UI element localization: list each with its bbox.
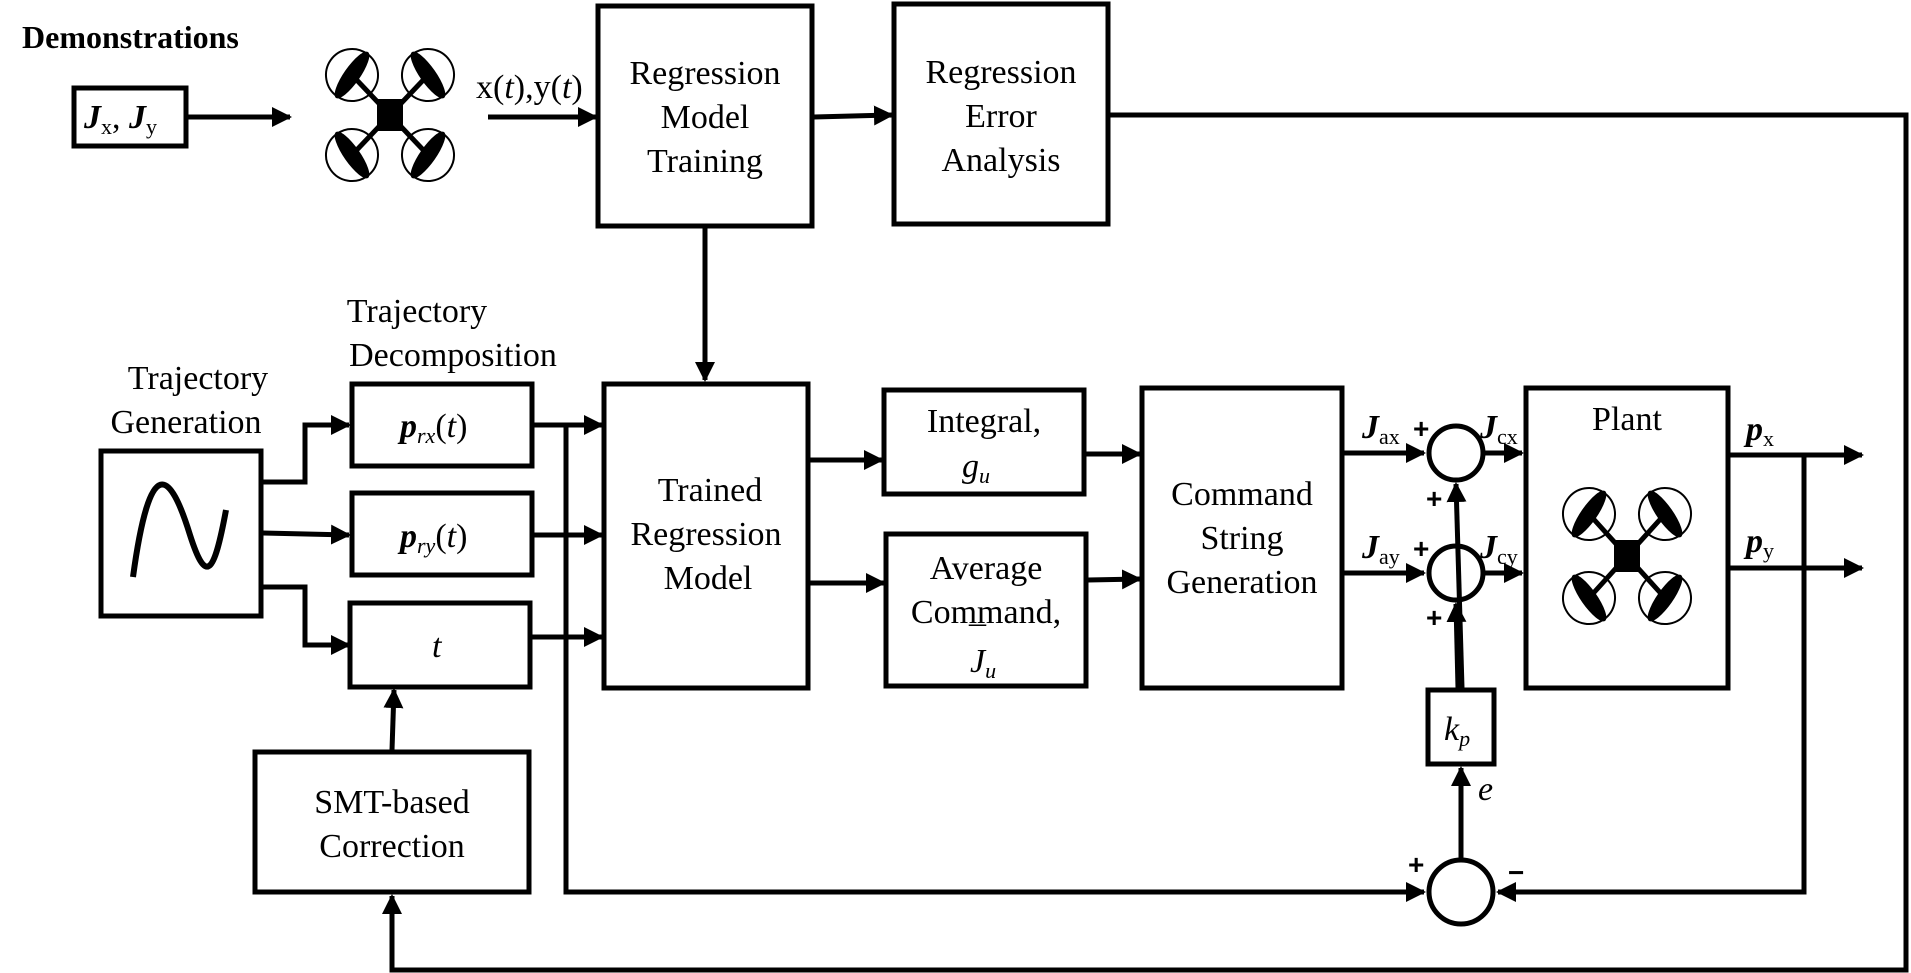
demo-trajectory-label: x(t),y(t) bbox=[476, 69, 583, 106]
quadrotor-icon bbox=[1550, 475, 1704, 637]
svg-text:gu: gu bbox=[962, 448, 990, 488]
demonstrations-title: Demonstrations bbox=[22, 19, 239, 55]
svg-text:Regression: Regression bbox=[925, 54, 1076, 91]
smt-correction-block: SMT-based Correction bbox=[252, 749, 532, 895]
svg-text:Error: Error bbox=[965, 98, 1037, 135]
svg-text:Generation: Generation bbox=[1166, 564, 1317, 601]
svg-text:Training: Training bbox=[647, 143, 763, 180]
summing-junction-x bbox=[1426, 423, 1486, 483]
sine-wave-icon bbox=[130, 481, 229, 578]
svg-text:Ju: Ju bbox=[970, 643, 996, 683]
jcx-label: Jcx bbox=[1479, 409, 1518, 449]
kp-gain-block: kp bbox=[1425, 687, 1497, 767]
average-command-block: Average Command, Ju ¯ bbox=[883, 531, 1089, 689]
svg-text:Model: Model bbox=[664, 560, 753, 597]
svg-text:Decomposition: Decomposition bbox=[349, 337, 557, 374]
svg-text:Regression: Regression bbox=[629, 55, 780, 92]
svg-text:Plant: Plant bbox=[1592, 401, 1662, 438]
error-label: e bbox=[1478, 771, 1493, 808]
svg-text:Integral,: Integral, bbox=[927, 403, 1041, 440]
svg-text:t: t bbox=[432, 628, 443, 665]
svg-text:¯: ¯ bbox=[968, 621, 987, 658]
svg-text:Analysis: Analysis bbox=[942, 142, 1061, 179]
command-string-block: Command String Generation bbox=[1139, 385, 1345, 691]
demo-input-label: Jx, Jy bbox=[83, 99, 157, 139]
jcy-label: Jcy bbox=[1479, 529, 1518, 569]
svg-text:Trajectory: Trajectory bbox=[128, 360, 268, 397]
svg-text:Average: Average bbox=[930, 550, 1043, 587]
svg-text:−: − bbox=[1508, 857, 1524, 888]
error-summing-junction bbox=[1426, 857, 1496, 927]
svg-text:+: + bbox=[1426, 483, 1442, 514]
svg-text:prx(t): prx(t) bbox=[397, 408, 467, 448]
svg-text:Trajectory: Trajectory bbox=[347, 293, 487, 330]
svg-text:kp: kp bbox=[1444, 711, 1470, 751]
svg-text:+: + bbox=[1413, 413, 1429, 444]
plant-block: Plant bbox=[1523, 385, 1731, 691]
regression-error-block: Regression Error Analysis bbox=[891, 1, 1111, 227]
svg-text:Regression: Regression bbox=[630, 516, 781, 553]
svg-text:Correction: Correction bbox=[319, 828, 464, 865]
svg-text:+: + bbox=[1408, 849, 1424, 880]
trained-regression-model-block: Trained Regression Model bbox=[601, 381, 811, 691]
svg-text:Model: Model bbox=[661, 99, 750, 136]
svg-text:SMT-based: SMT-based bbox=[314, 784, 470, 821]
svg-text:String: String bbox=[1200, 520, 1283, 557]
px-label: px bbox=[1743, 411, 1774, 451]
quadrotor-icon bbox=[313, 36, 467, 194]
svg-text:+: + bbox=[1413, 533, 1429, 564]
svg-text:+: + bbox=[1426, 602, 1442, 633]
svg-text:Generation: Generation bbox=[110, 404, 261, 441]
jay-label: Jay bbox=[1361, 529, 1400, 569]
jax-label: Jax bbox=[1361, 409, 1400, 449]
py-label: py bbox=[1743, 523, 1774, 563]
trajectory-generation-block bbox=[98, 448, 264, 619]
regression-training-block: Regression Model Training bbox=[595, 3, 815, 229]
integral-block: Integral, gu bbox=[881, 387, 1087, 497]
prx-block: prx(t) bbox=[349, 381, 535, 469]
svg-text:Command,: Command, bbox=[911, 594, 1061, 631]
demo-input-block: Jx, Jy bbox=[71, 85, 189, 149]
svg-text:Trained: Trained bbox=[658, 472, 763, 509]
time-block: t bbox=[347, 600, 533, 690]
pry-block: pry(t) bbox=[349, 490, 535, 578]
svg-text:Command: Command bbox=[1171, 476, 1313, 513]
svg-text:pry(t): pry(t) bbox=[397, 518, 467, 558]
